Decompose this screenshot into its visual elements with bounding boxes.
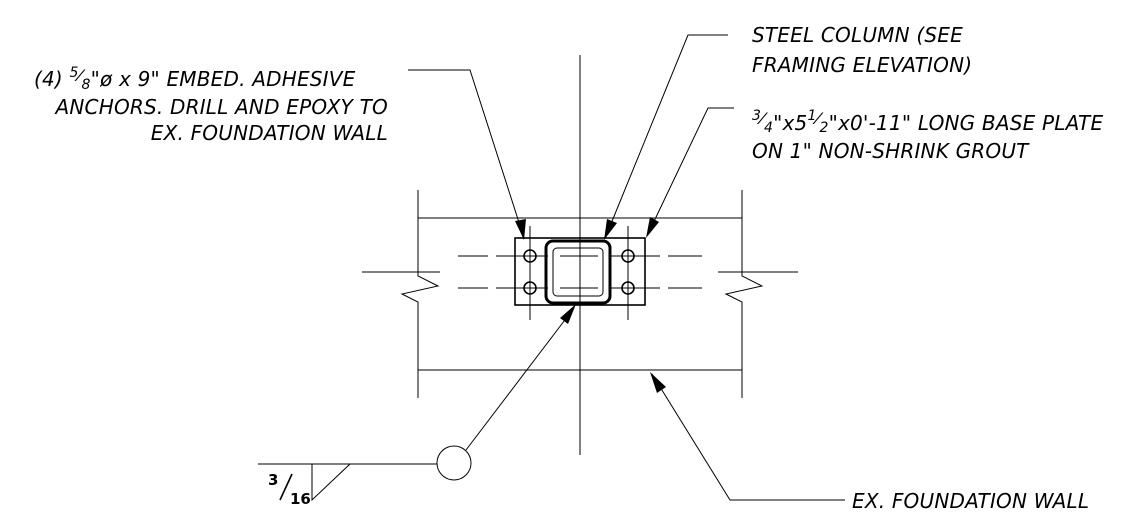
weld-symbol [258,304,576,502]
svg-text:(4) 5⁄8"ø x 9" EMBED. ADHESIVE: (4) 5⁄8"ø x 9" EMBED. ADHESIVE [34,65,356,93]
svg-text:3⁄4"x51⁄2"x0'-11" LONG BASE PL: 3⁄4"x51⁄2"x0'-11" LONG BASE PLATE [752,108,1103,136]
base-plate [514,237,646,306]
wall-note: EX. FOUNDATION WALL [852,489,1089,512]
column-note-line2: FRAMING ELEVATION) [752,53,972,77]
weld-size: 3 16 [268,471,311,508]
anchors-fraction-denominator: 8 [81,77,90,93]
plate-thickness-numerator: 3 [752,108,761,124]
steel-column [544,239,612,305]
anchors-fraction-numerator: 5 [70,65,79,81]
plate-thickness-denominator: 4 [764,120,773,136]
anchors-note-prefix: (4) [34,67,70,91]
anchors-leader [408,69,526,240]
anchor-bolts [523,249,635,295]
base-plate-leader [646,107,734,238]
plate-note-mid2: "x0'-11" LONG BASE PLATE [829,111,1104,135]
base-plate-note: 3⁄4"x51⁄2"x0'-11" LONG BASE PLATE ON 1" … [752,108,1103,163]
anchors-note: (4) 5⁄8"ø x 9" EMBED. ADHESIVE ANCHORS. … [34,65,388,145]
column-note: STEEL COLUMN (SEE FRAMING ELEVATION) [752,23,972,77]
plate-width-denominator: 2 [819,120,828,136]
foundation-wall [400,190,764,398]
wall-leader [650,372,845,501]
anchors-note-line3: EX. FOUNDATION WALL [151,121,388,145]
plate-note-mid1: "x5 [773,111,807,135]
weld-size-denominator: 16 [290,490,311,508]
column-note-line1: STEEL COLUMN (SEE [752,23,963,47]
weld-size-numerator: 3 [268,471,278,489]
column-leader [604,34,728,240]
anchors-note-line1-suffix: "ø x 9" EMBED. ADHESIVE [91,67,356,91]
plate-note-line2: ON 1" NON-SHRINK GROUT [752,139,1030,163]
anchors-note-line2: ANCHORS. DRILL AND EPOXY TO [54,95,388,119]
plate-width-numerator: 1 [807,108,816,124]
